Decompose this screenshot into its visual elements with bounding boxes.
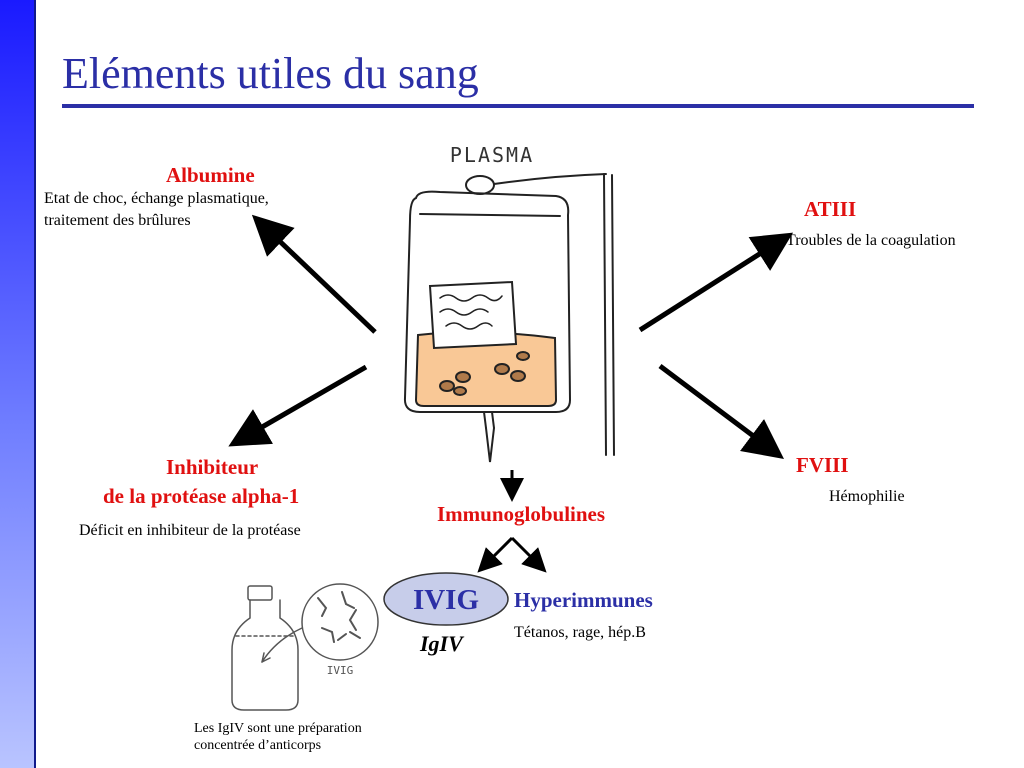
atiii-title: ATIII: [804, 197, 857, 221]
inhibiteur-title-line1: Inhibiteur: [166, 455, 259, 479]
fviii-desc: Hémophilie: [829, 488, 905, 505]
arrow-to-fviii: [658, 364, 784, 459]
igiv-subtitle: IgIV: [420, 631, 463, 656]
arrow-to-inhibiteur: [228, 364, 368, 447]
microscope-label: IVIG: [327, 664, 354, 677]
ivig-bottle-illustration: IVIG: [231, 583, 379, 711]
hyperimmunes-title: Hyperimmunes: [514, 588, 653, 612]
fviii-title: FVIII: [796, 453, 849, 477]
arrows: [228, 214, 794, 573]
left-gradient-bar: [0, 0, 36, 768]
albumine-title: Albumine: [166, 163, 255, 187]
arrow-to-atiii: [638, 232, 794, 333]
footnote-line2: concentrée d’anticorps: [194, 738, 322, 753]
arrow-to-albumine: [251, 214, 377, 334]
slide-title: Eléments utiles du sang: [62, 49, 479, 98]
plasma-bag-illustration: PLASMA: [403, 143, 615, 463]
microscope-view-circle: [301, 583, 379, 661]
ivig-badge-text: IVIG: [413, 584, 479, 616]
arrow-to-ivig: [477, 536, 514, 573]
ivig-badge: IVIG: [383, 572, 509, 626]
albumine-desc-line1: Etat de choc, échange plasmatique,: [44, 190, 269, 207]
arrow-to-hyperimmunes: [510, 536, 547, 573]
hyperimmunes-desc: Tétanos, rage, hép.B: [514, 624, 646, 641]
atiii-desc: Troubles de la coagulation: [786, 232, 956, 249]
albumine-desc-line2: traitement des brûlures: [44, 212, 191, 229]
footnote-line1: Les IgIV sont une préparation: [194, 721, 362, 736]
inhibiteur-title-line2: de la protéase alpha-1: [103, 484, 300, 508]
title-underline: [62, 104, 974, 108]
plasma-bag-label: PLASMA: [450, 143, 534, 167]
immunoglobulines-title: Immunoglobulines: [437, 502, 606, 526]
inhibiteur-desc: Déficit en inhibiteur de la protéase: [79, 522, 301, 539]
